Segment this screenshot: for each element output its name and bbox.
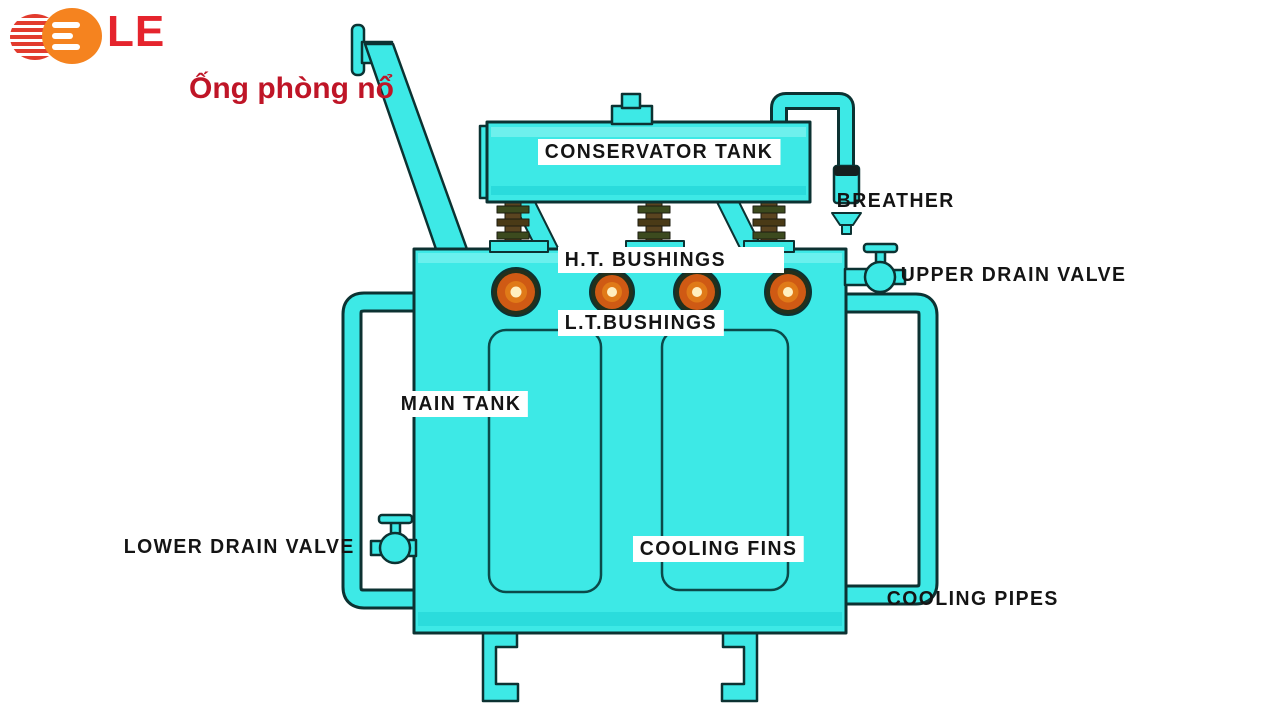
label-lt-bushings: L.T.BUSHINGS: [558, 310, 724, 336]
cooling-fin-panel: [487, 328, 603, 594]
bushing-pedestals: [489, 240, 795, 253]
label-ht-bushings: H.T. BUSHINGS: [558, 247, 785, 273]
label-main-tank: MAIN TANK: [394, 391, 529, 417]
lt-bushing: [673, 268, 721, 316]
lt-bushing: [589, 269, 635, 315]
label-upper-drain-valve: UPPER DRAIN VALVE: [900, 264, 1127, 286]
lt-bushings-discs: [491, 267, 812, 317]
logo: LE: [8, 6, 178, 64]
lt-bushing: [764, 268, 812, 316]
logo-bar: [52, 44, 80, 50]
conservator-cap-top: [620, 92, 642, 110]
ht-bushing-stack: [496, 196, 530, 246]
breather-pipe: [770, 92, 855, 170]
tank-legs: [481, 628, 759, 703]
cooling-fin-panel: [660, 328, 790, 592]
logo-bar: [52, 33, 73, 39]
logo-text: LE: [107, 7, 166, 56]
breather-device: [831, 164, 862, 235]
label-cooling-fins: COOLING FINS: [633, 536, 805, 562]
logo-bar: [52, 22, 80, 28]
explosion-vent-pipe: [350, 23, 470, 254]
cooling-pipe-left: [341, 291, 417, 610]
lt-bushing: [491, 267, 541, 317]
cooling-pipe-right: [845, 292, 939, 606]
upper-drain-valve-shape: [843, 242, 907, 294]
label-lower-drain-valve: LOWER DRAIN VALVE: [123, 536, 355, 558]
vent-pipe-annotation: Ống phòng nổ: [189, 72, 394, 105]
logo-orange-disc-icon: [42, 8, 102, 64]
lower-drain-valve-shape: [369, 513, 418, 565]
ht-bushing-stack: [752, 196, 786, 246]
label-breather: BREATHER: [836, 190, 955, 212]
label-conservator-tank: CONSERVATOR TANK: [538, 139, 781, 165]
ht-bushing-stack: [637, 196, 671, 246]
label-cooling-pipes: COOLING PIPES: [886, 588, 1059, 610]
